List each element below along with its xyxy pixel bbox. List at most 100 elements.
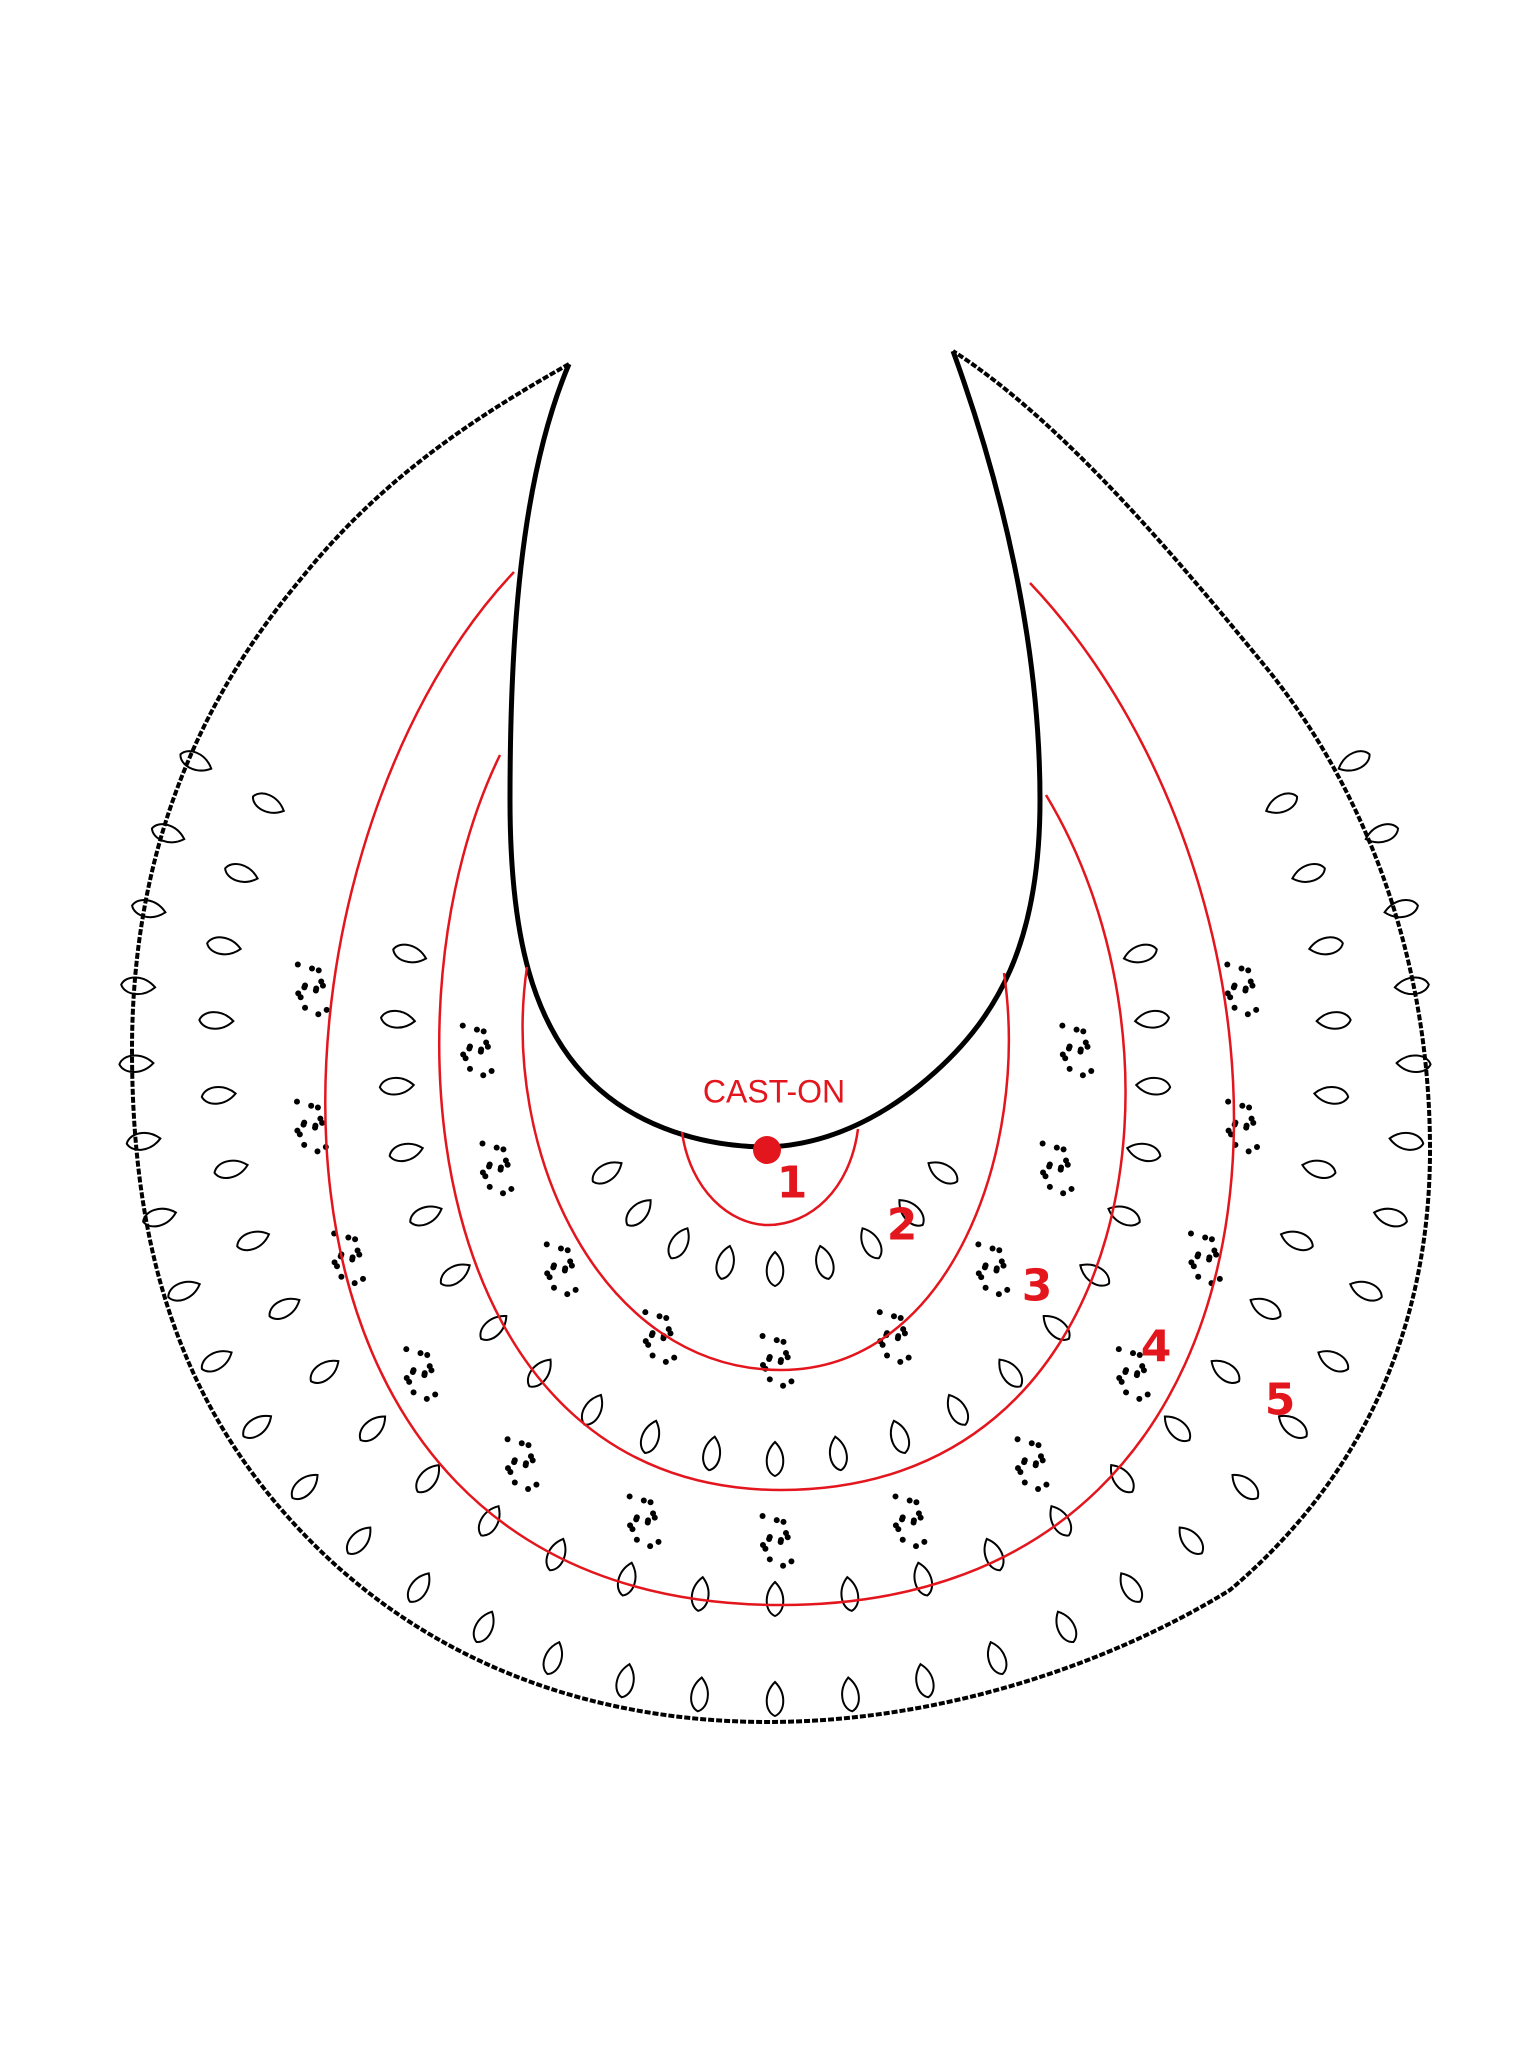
leaf-motif [1249,1297,1282,1320]
neckline [507,350,1043,1150]
leaf-motif [545,1537,567,1572]
leaf-motif [118,1054,155,1074]
leaf-motif [1393,976,1430,995]
leaf-motif [479,1315,508,1341]
leaf-motif [702,1435,722,1472]
leaf-motif [715,1244,735,1280]
leaf-motif [983,1537,1005,1572]
leaf-motif [1264,792,1299,814]
leaf-motif [1291,862,1326,883]
leaf-motif [379,1009,417,1029]
leaf-motif [236,1230,271,1252]
leaf-motif [290,1473,319,1501]
leaf-motif [358,1415,387,1443]
leaf-motif [378,1077,416,1096]
leaf-motif [690,1575,710,1612]
leaf-motif [1133,1009,1171,1029]
leaf-motif [915,1662,935,1699]
leaf-motif [625,1199,652,1227]
leaf-motif [1348,1280,1383,1302]
zone-label-5: 5 [1264,1374,1296,1426]
leaf-motif [616,1561,637,1597]
leaf-motif [1163,1415,1192,1443]
leaf-motif [913,1561,934,1597]
cast-on-label: CAST-ON [702,1073,846,1110]
leaf-motif [1210,1359,1241,1384]
leaf-motif [1395,1054,1432,1074]
bobble-cluster [1039,1140,1075,1197]
leaf-motif [765,1580,785,1618]
leaf-motif [860,1227,883,1260]
leaf-motif [1301,1159,1337,1180]
leaf-motif [120,976,157,995]
leaf-motif [200,1086,238,1105]
bobble-cluster [293,1098,329,1155]
leaf-motif [841,1676,860,1713]
leaf-motif [268,1297,301,1320]
leaf-motif [987,1640,1008,1676]
leaf-motif [150,823,186,844]
leaf-motif [615,1662,635,1699]
leaf-motif [1317,1350,1350,1373]
leaf-motif [765,1680,785,1718]
bobble-cluster [975,1241,1011,1298]
bobble-cluster [626,1493,662,1550]
leaf-motif [206,936,243,956]
leaf-motif [1107,1205,1141,1227]
leaf-motif [815,1244,835,1280]
bobble-cluster [1224,961,1260,1018]
leaf-motif [251,792,286,814]
leaf-motif [639,1419,661,1454]
leaf-motif [142,1207,178,1228]
leaf-motif [1125,1142,1162,1163]
cast-on-dot [753,1136,781,1164]
leaf-motif [828,1435,848,1472]
bobble-cluster [759,1513,795,1569]
leaf-motif [1372,1207,1408,1228]
bobble-cluster [331,1230,367,1287]
leaf-motif [1312,1086,1350,1105]
leaf-motif [346,1526,372,1555]
leaf-motif [1119,1572,1144,1603]
bobble-cluster [1014,1436,1050,1492]
leaf-motif [1315,1011,1352,1030]
leaf-motif [1231,1473,1260,1501]
leaf-motif [224,862,259,883]
leaf-motif [1388,1131,1425,1151]
leaf-motif [409,1205,443,1227]
bobble-cluster [1225,1098,1261,1155]
leaf-motif [898,1199,925,1227]
leaf-motif [1110,1464,1135,1494]
lace-motifs [118,750,1432,1718]
zone-line-4 [324,571,1236,1607]
leaf-motif [1279,1230,1314,1252]
leaf-motif [388,1142,425,1163]
bobble-cluster [892,1493,928,1550]
zone-label-4: 4 [1140,1321,1172,1373]
leaf-motif [125,1131,162,1151]
leaf-motif [1049,1504,1073,1537]
bobble-cluster [543,1241,579,1298]
zone-line-3 [437,754,1127,1492]
leaf-motif [765,1440,785,1478]
leaf-motif [167,1280,202,1302]
leaf-motif [1134,1077,1172,1096]
leaf-motif [439,1263,471,1287]
leaf-motif [542,1640,563,1676]
leaf-motif [1042,1315,1071,1341]
leaf-motif [1383,899,1419,919]
bobble-cluster [479,1140,515,1197]
leaf-motif [998,1358,1023,1388]
leaf-motif [1079,1263,1111,1287]
leaf-motif [472,1610,495,1644]
bobble-cluster [876,1309,912,1365]
zone-lines [324,571,1236,1607]
bobble-cluster [294,961,330,1018]
leaf-motif [1307,936,1344,956]
leaf-motif [591,1161,623,1185]
leaf-motif [242,1414,273,1439]
bobble-cluster [1059,1022,1095,1079]
leaf-motif [1277,1414,1308,1439]
bobble-cluster [1115,1346,1151,1402]
leaf-motif [392,943,428,964]
